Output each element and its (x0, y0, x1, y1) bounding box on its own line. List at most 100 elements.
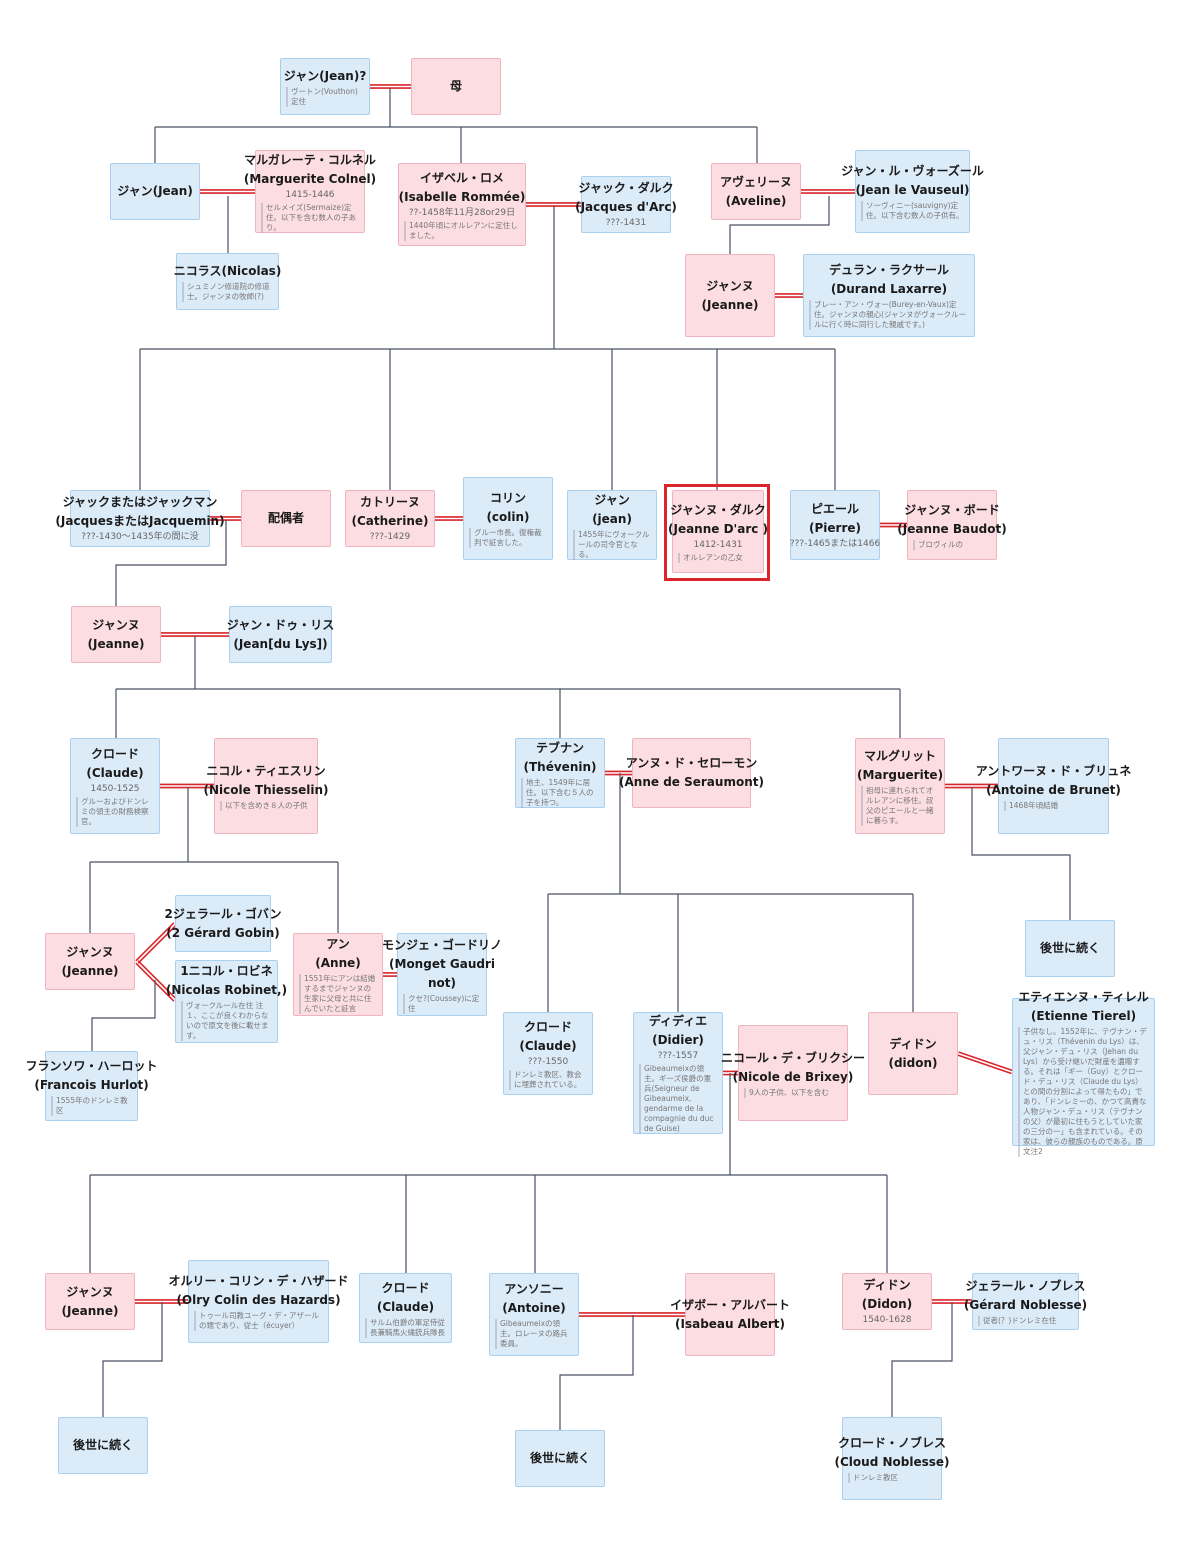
person-node-jeanne4[interactable]: ジャンヌ(Jeanne) (45, 1273, 135, 1330)
person-node-isabelle[interactable]: イザベル・ロメ(Isabelle Rommée)??-1458年11月28or2… (398, 163, 526, 246)
person-node-hurlot[interactable]: フランソワ・ハーロット(Francois Hurlot)1555年のドンレミ教区 (26, 1051, 158, 1121)
person-dates: ??-1458年11月28or29日 (408, 207, 516, 218)
person-node-jeanne2[interactable]: ジャンヌ (Jeanne) (71, 606, 161, 663)
person-name: ジェラール・ノブレス (965, 1279, 1086, 1293)
descent-connector-7 (547, 773, 914, 1012)
person-note: 1440年頃にオルレアンに定住しました。 (404, 220, 520, 241)
person-node-nicolas[interactable]: ニコラス(Nicolas)シュミノン修道院の修道士。ジャンヌの牧師(?) (173, 253, 282, 310)
person-name-romanized: (Marguerite Colnel) (243, 171, 377, 186)
person-name: テブナン (535, 740, 584, 755)
person-node-anne[interactable]: アン(Anne)1551年にアンは結婚するまでジャンヌの生家に父母と共に住んでい… (293, 933, 383, 1016)
person-name-romanized: (Jeanne) (701, 297, 759, 312)
person-node-gobin[interactable]: 2ジェラール・ゴバン(2 Gérard Gobin) (165, 895, 281, 952)
person-name: フランソワ・ハーロット (25, 1058, 158, 1073)
person-dates: ???-1431 (605, 218, 647, 228)
person-node-jeanne-av[interactable]: ジャンヌ (Jeanne) (685, 254, 775, 337)
person-node-colin[interactable]: コリン(colin)グルー市長。復権裁判で証言した。 (463, 477, 553, 560)
person-name-romanized: (Catherine) (351, 514, 429, 528)
person-name: モンジェ・ゴードリノ (382, 937, 503, 952)
person-name-romanized: (Gérard Noblesse) (963, 1298, 1088, 1312)
person-name: ピエール (810, 501, 859, 516)
person-name-romanized: (Claude) (86, 766, 144, 780)
person-node-jean1[interactable]: ジャン(Jean) (110, 163, 200, 220)
person-node-spouse[interactable]: 配偶者 (241, 490, 331, 547)
person-node-didon2[interactable]: ディドン(Didon)1540-1628 (842, 1273, 932, 1330)
person-node-claude3[interactable]: クロード(Claude)サルム伯爵の軍足侍従長兼騎馬火縄銃兵隊長 (359, 1273, 452, 1343)
person-node-jeanne3[interactable]: ジャンヌ(Jeanne) (45, 933, 135, 990)
person-node-anne-s[interactable]: アンヌ・ド・セローモン(Anne de Seraumont) (619, 738, 764, 808)
person-node-nicole-t[interactable]: ニコル・ティエスリン(Nicole Thiesselin)以下を含めき８人の子供 (203, 738, 329, 834)
person-node-antoine-b[interactable]: アントワーヌ・ド・ブリュネ(Antoine de Brunet)1468年頃結婚 (976, 738, 1131, 834)
descent-connector-10 (89, 1073, 888, 1273)
person-name: ジャンヌ (92, 617, 140, 632)
person-name: ニコラス(Nicolas) (173, 263, 282, 278)
descent-connector-3 (729, 196, 830, 254)
person-node-tierel[interactable]: エティエンヌ・ティレル(Etienne Tierel)子供なし。1552年に、テ… (1012, 990, 1155, 1157)
person-node-jean-vauseul[interactable]: ジャン・ル・ヴォーズール(Jean le Vauseul)ソーヴィニー(sauv… (841, 150, 984, 233)
person-node-mother[interactable]: 母 (411, 58, 501, 115)
person-note: ヴォークルール在住 注１、ここが良くわからないので原文を後に載せます。 (181, 1001, 272, 1041)
person-name: ジャンヌ (706, 278, 754, 293)
person-node-jacquemin[interactable]: ジャックまたはジャックマン(JacquesまたはJacquemin)???-14… (55, 490, 225, 547)
person-node-desc3[interactable]: 後世に続く (515, 1430, 605, 1487)
person-name: ジャックまたはジャックマン (62, 495, 218, 509)
person-node-didon[interactable]: ディドン(didon) (868, 1012, 958, 1095)
person-node-jacques-darc[interactable]: ジャック・ダルク(Jacques d'Arc)???-1431 (575, 176, 677, 233)
person-node-olry[interactable]: オルリー・コリン・デ・ハザード(Olry Colin des Hazards)ト… (169, 1260, 349, 1343)
person-name: 後世に続く (72, 1438, 133, 1452)
person-name: ジャンヌ (66, 1284, 114, 1299)
person-node-cloud[interactable]: クロード・ノブレス(Cloud Noblesse)ドンレミ教区 (835, 1417, 950, 1500)
person-name-romanized: (Jeanne D'arc ) (668, 521, 769, 536)
person-name: エティエンヌ・ティレル (1018, 989, 1149, 1004)
person-name-romanized: (Jean[du Lys]) (233, 636, 328, 651)
person-note: 子供なし。1552年に、テヴナン・デュ・リス（Thévenin du Lys）は… (1018, 1026, 1149, 1157)
person-node-antoine[interactable]: アンソニー(Antoine)Gibeaumeixの領主。ロレーヌの路兵委員。 (489, 1273, 579, 1356)
person-name-romanized: (Durand Laxarre) (830, 282, 948, 296)
person-note: Gibeaumeixの領主。ギーズ侯爵の憲兵(Seigneur de Gibea… (639, 1064, 717, 1134)
person-node-brixey[interactable]: ニコール・デ・ブリクシー(Nicole de Brixey)9人の子供、以下を含… (721, 1025, 865, 1121)
person-node-jean-top[interactable]: ジャン(Jean)?ヴートン(Vouthon)定住 (280, 58, 370, 115)
person-node-robinet[interactable]: 1ニコル・ロビネ(Nicolas Robinet,)ヴォークルール在住 注１、こ… (166, 960, 287, 1043)
descent-connector-2 (139, 206, 836, 490)
person-node-thevenin[interactable]: テブナン(Thévenin)地主、1549年に居住。以下含む５人の子を持つ。 (515, 738, 605, 808)
person-name-romanized-cont: not) (427, 975, 456, 990)
person-node-noblesse[interactable]: ジェラール・ノブレス(Gérard Noblesse)従者(？)ドンレミ在住 (964, 1273, 1087, 1330)
person-name-romanized: (Jeanne Baudot) (897, 521, 1007, 536)
person-name-romanized: (Nicole Thiesselin) (203, 782, 329, 797)
person-note: ブレー・アン・ヴォー(Burey-en-Vaux)定住。ジャンヌの親心(ジャンヌ… (809, 300, 969, 330)
person-node-marguerite2[interactable]: マルグリット(Marguerite)祖母に連れられてオルレアンに移住。叔父のピエ… (855, 738, 945, 834)
person-node-desc1[interactable]: 後世に続く (1025, 920, 1115, 977)
person-node-desc2[interactable]: 後世に続く (58, 1417, 148, 1474)
person-note: 以下を含めき８人の子供 (220, 800, 312, 811)
person-node-baudot[interactable]: ジャンヌ・ボード(Jeanne Baudot)ブロヴィルの (897, 490, 1007, 560)
person-name: ニコール・デ・ブリクシー (721, 1050, 866, 1065)
person-node-aveline[interactable]: アヴェリーヌ(Aveline) (711, 163, 801, 220)
person-note: ソーヴィニー(sauvigny)定住。以下含む数人の子供有。 (861, 201, 964, 221)
person-note: ドンレミ教区、教会に埋葬されている。 (509, 1069, 587, 1090)
person-name: マルガレーテ・コルネル (244, 152, 376, 167)
person-name-romanized: (Jeanne) (87, 636, 145, 651)
person-note: 1555年のドンレミ教区 (51, 1095, 132, 1116)
descent-connector-12 (559, 1315, 634, 1430)
person-node-jean-lys[interactable]: ジャン・ドゥ・リス(Jean[du Lys]) (227, 606, 334, 663)
person-name-romanized: (Marguerite) (856, 767, 944, 782)
descent-connector-8 (971, 787, 1071, 920)
marriage-line-didon-tierel-a (957, 1054, 1012, 1075)
person-node-pierre[interactable]: ピエール(Pierre)???-1465または1466 (790, 490, 880, 560)
person-node-isabeau[interactable]: イザボー・アルバート(Isabeau Albert) (670, 1273, 790, 1356)
person-node-catherine[interactable]: カトリーヌ(Catherine)???-1429 (345, 490, 435, 547)
person-name: アンヌ・ド・セローモン (625, 756, 758, 770)
descent-connector-4 (115, 520, 227, 606)
person-node-jean-b[interactable]: ジャン(jean)1455年にヴォークルールの司令官となる。 (567, 490, 657, 560)
person-name: ジャン(Jean) (117, 184, 193, 198)
descent-connector-6 (89, 787, 339, 933)
person-note: 1455年にヴォークルールの司令官となる。 (573, 529, 651, 560)
person-name: イザベル・ロメ (419, 170, 504, 185)
person-node-durand[interactable]: デュラン・ラクサール(Durand Laxarre)ブレー・アン・ヴォー(Bur… (803, 254, 975, 337)
